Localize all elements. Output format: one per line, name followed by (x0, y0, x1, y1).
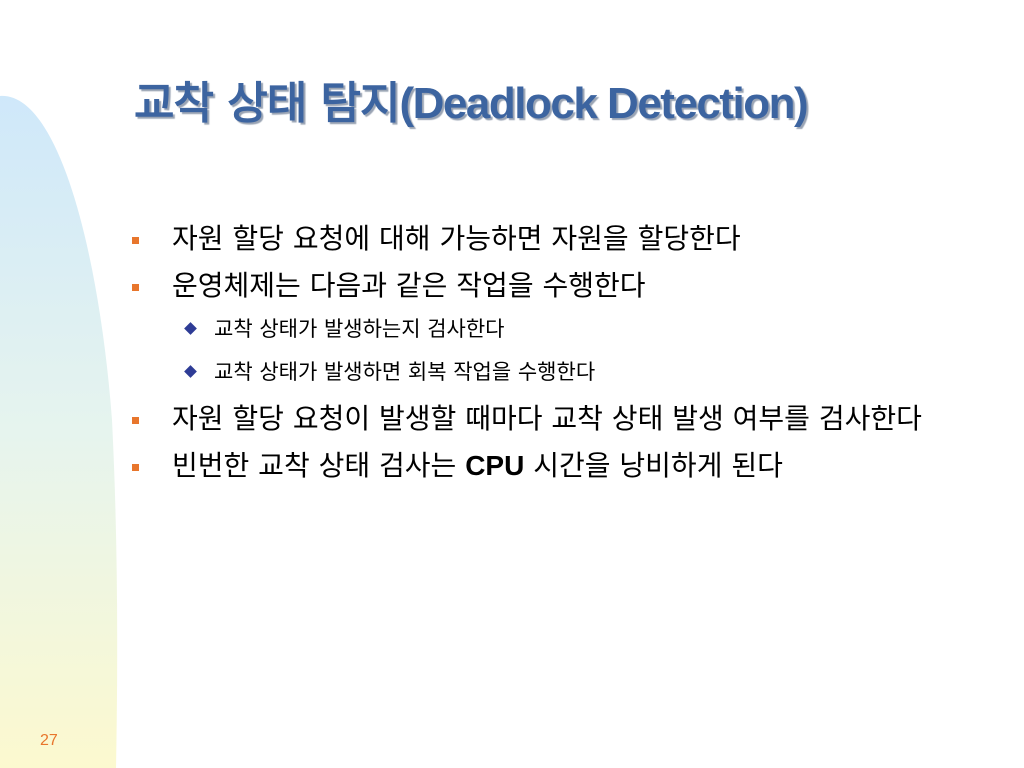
title-english: (Deadlock Detection) (399, 79, 809, 128)
bullet-list: 자원 할당 요청에 대해 가능하면 자원을 할당한다 운영체제는 다음과 같은 … (130, 220, 1010, 494)
bullet-text: 자원 할당 요청이 발생할 때마다 교착 상태 발생 여부를 검사한다 (172, 402, 922, 435)
diamond-bullet-icon (184, 365, 197, 378)
bullet-item-1: 자원 할당 요청에 대해 가능하면 자원을 할당한다 (130, 220, 1010, 258)
square-bullet-icon (132, 237, 139, 244)
bullet-item-2: 운영체제는 다음과 같은 작업을 수행한다 (130, 267, 1010, 305)
sub-bullet-item-1: 교착 상태가 발생하는지 검사한다 (130, 314, 1010, 344)
square-bullet-icon (132, 417, 139, 424)
slide-title: 교착 상태 탐지(Deadlock Detection) (134, 72, 1014, 136)
bullet-text-before: 빈번한 교착 상태 검사는 (172, 449, 466, 482)
bullet-text: 운영체제는 다음과 같은 작업을 수행한다 (172, 269, 646, 302)
bullet-item-3: 자원 할당 요청이 발생할 때마다 교착 상태 발생 여부를 검사한다 (130, 400, 1010, 438)
bullet-text-after: 시간을 낭비하게 된다 (524, 449, 783, 482)
diamond-bullet-icon (184, 322, 197, 335)
title-korean: 교착 상태 탐지 (134, 78, 401, 129)
square-bullet-icon (132, 464, 139, 471)
bullet-text: 자원 할당 요청에 대해 가능하면 자원을 할당한다 (172, 222, 741, 255)
page-number: 27 (40, 732, 58, 749)
sub-bullet-text: 교착 상태가 발생하는지 검사한다 (214, 317, 505, 341)
sub-bullet-text: 교착 상태가 발생하면 회복 작업을 수행한다 (214, 360, 596, 384)
bullet-item-4: 빈번한 교착 상태 검사는 CPU 시간을 낭비하게 된다 (130, 447, 1010, 485)
sub-bullet-item-2: 교착 상태가 발생하면 회복 작업을 수행한다 (130, 357, 1010, 387)
bullet-text-cpu: CPU (465, 450, 525, 481)
square-bullet-icon (132, 284, 139, 291)
